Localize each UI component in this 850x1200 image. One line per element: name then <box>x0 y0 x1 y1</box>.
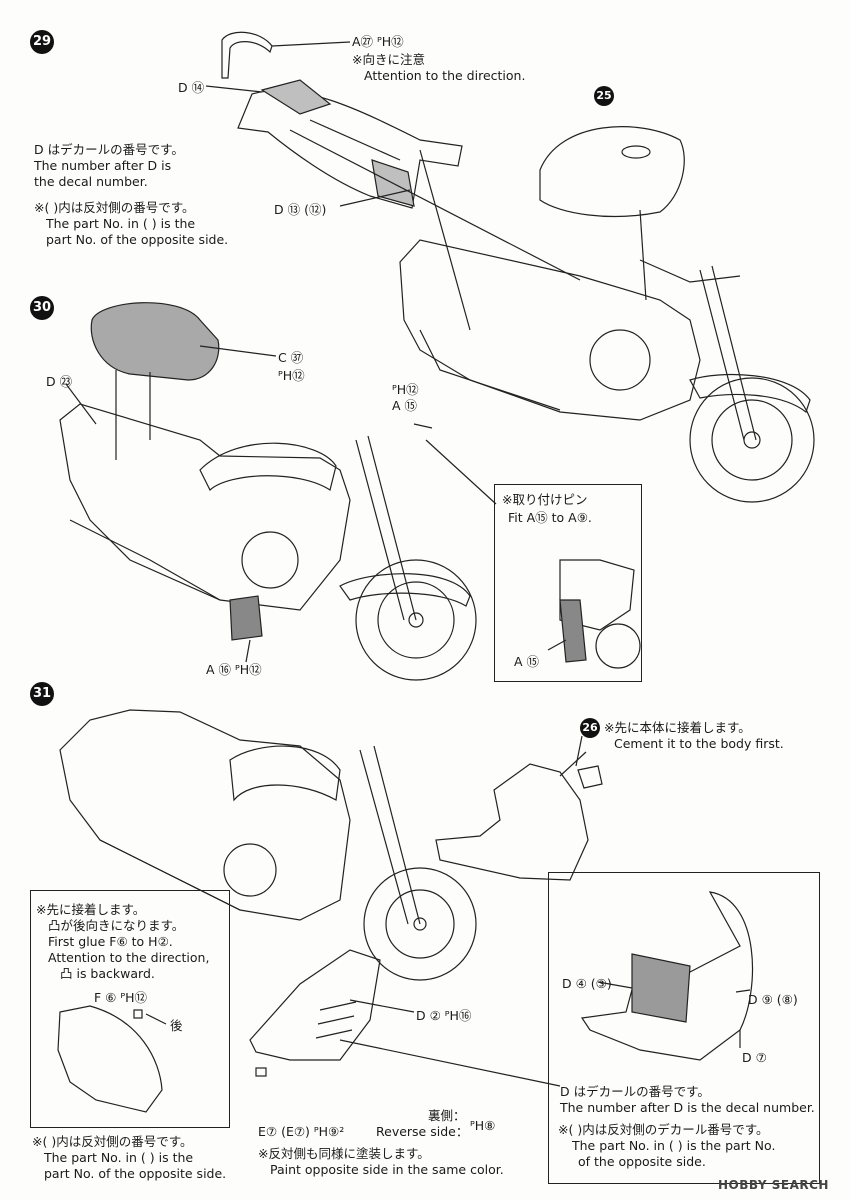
decal-label-d7: D ⑦ <box>742 1050 767 1065</box>
paint-note-jp: ※反対側も同様に塗装します。 <box>258 1146 430 1161</box>
part-label-a27: A㉗ ᴾH⑫ <box>352 34 404 49</box>
fitting-pin-instruction: Fit A⑮ to A⑨. <box>508 510 592 525</box>
glue-inset-drawing <box>57 1005 167 1113</box>
motorcycle-drawing-30 <box>59 403 477 681</box>
reverse-side-jp: 裏側： <box>428 1108 466 1123</box>
step-number-30: 30 <box>30 296 54 320</box>
opposite-side-en-2: part No. of the opposite side. <box>46 232 229 247</box>
watermark: HOBBY SEARCH <box>718 1178 829 1192</box>
glue-first-inset-box <box>30 890 230 1128</box>
decal-opposite-en-2: of the opposite side. <box>578 1154 706 1169</box>
part-label-c37: C ㊲ <box>278 350 304 365</box>
glue-note-en-3: 凸 is backward. <box>60 966 155 981</box>
glue-note-jp-1: ※先に接着します。 <box>36 902 146 917</box>
part-label-a15: A ⑮ <box>392 398 418 413</box>
decal-info-en-1: The number after D is <box>34 158 172 173</box>
decal-opposite-jp: ※( )内は反対側のデカール番号です。 <box>558 1122 769 1137</box>
direction-note-en: Attention to the direction. <box>364 68 526 83</box>
decal-info-en-2: the decal number. <box>34 174 148 189</box>
cement-note-jp: ※先に本体に接着します。 <box>604 720 751 735</box>
part-label-c37-ph: ᴾH⑫ <box>278 368 305 383</box>
opposite-note-en-2: part No. of the opposite side. <box>44 1166 227 1181</box>
under-cowl-drawing <box>249 949 561 1087</box>
decal-label-d14: D ⑭ <box>178 80 205 95</box>
part-label-a15-ph: ᴾH⑫ <box>392 382 419 397</box>
part-label-f6: F ⑥ ᴾH⑫ <box>94 990 147 1005</box>
paint-note-en: Paint opposite side in the same color. <box>270 1162 504 1177</box>
glue-note-en-2: Attention to the direction, <box>48 950 210 965</box>
part-number-26: 26 <box>580 718 600 738</box>
opposite-note-jp: ※( )内は反対側の番号です。 <box>32 1134 193 1149</box>
tail-cowl-drawing <box>221 31 463 209</box>
inset-part-label-a15: A ⑮ <box>514 654 540 669</box>
fitting-pin-title-jp: ※取り付けピン <box>502 492 588 507</box>
decal-label-d13: D ⑬ (⑫) <box>274 202 327 217</box>
decal-opposite-en-1: The part No. in ( ) is the part No. <box>572 1138 776 1153</box>
seat-drawing <box>90 302 277 460</box>
cement-note-en: Cement it to the body first. <box>614 736 784 751</box>
reverse-side-en: Reverse side： <box>376 1124 469 1139</box>
upper-fairing-drawing <box>435 751 603 881</box>
motorcycle-drawing-31 <box>59 709 477 981</box>
opposite-side-jp: ※( )内は反対側の番号です。 <box>34 200 195 215</box>
step-number-29: 29 <box>30 30 54 54</box>
fitting-inset-drawing <box>547 559 641 669</box>
decal-label-d4: D ④ (③) <box>562 976 612 991</box>
part-label-d2: D ② ᴾH⑯ <box>416 1008 472 1023</box>
fuel-tank-drawing <box>539 126 685 218</box>
glue-note-en-1: First glue F⑥ to H②. <box>48 934 173 949</box>
part-label-e7: E⑦ (E⑦) ᴾH⑨² <box>258 1124 345 1139</box>
decal-info-jp: D はデカールの番号です。 <box>34 142 184 157</box>
decal-number-en: The number after D is the decal number. <box>560 1100 815 1115</box>
decal-label-d9: D ⑨ (⑧) <box>748 992 798 1007</box>
part-label-a16: A ⑯ ᴾH⑫ <box>206 662 262 677</box>
fitting-pin-inset-box <box>494 484 642 682</box>
motorcycle-drawing-29 <box>399 239 815 503</box>
opposite-side-en-1: The part No. in ( ) is the <box>46 216 196 231</box>
decal-inset-box <box>548 872 820 1184</box>
opposite-note-en-1: The part No. in ( ) is the <box>44 1150 194 1165</box>
reverse-side-ph: ᴾH⑧ <box>470 1118 496 1133</box>
direction-note-jp: ※向きに注意 <box>352 52 425 67</box>
glue-note-jp-2: 凸が後向きになります。 <box>48 918 185 933</box>
part-number-25: 25 <box>594 86 614 106</box>
step-number-31: 31 <box>30 682 54 706</box>
backward-label: 後 <box>170 1018 183 1033</box>
decal-number-jp: D はデカールの番号です。 <box>560 1084 710 1099</box>
fairing-decal-drawing <box>580 891 754 1061</box>
decal-label-d23: D ㉓ <box>46 374 73 389</box>
